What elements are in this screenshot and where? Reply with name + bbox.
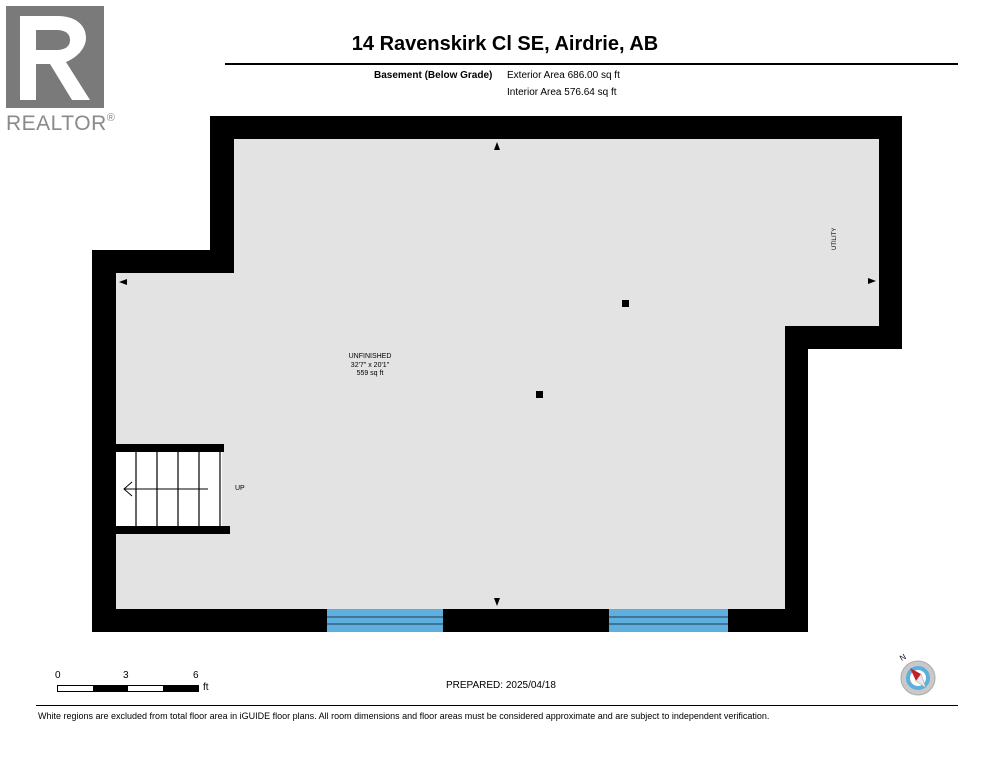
window-right [609,609,728,632]
realtor-wordmark: REALTOR® [6,112,116,135]
scale-unit: ft [203,682,209,693]
room-name: UNFINISHED [348,353,392,360]
exterior-area: Exterior Area 686.00 sq ft [507,70,620,81]
prepared-date: PREPARED: 2025/04/18 [446,680,556,691]
realtor-r-mark [6,6,104,108]
footer-divider [36,705,958,706]
scale-graphic [57,685,199,692]
dimension-arrow-left [119,279,127,285]
room-dimensions: 32'7" x 20'1" [350,362,390,369]
disclaimer-text: White regions are excluded from total fl… [38,711,770,721]
staircase [116,444,230,534]
support-post [622,300,629,307]
scale-tick-label: 0 [55,670,61,681]
support-post [536,391,543,398]
stair-up-label: UP [235,485,245,492]
scale-tick-label: 6 [193,670,199,681]
dimension-arrow-bottom [494,598,500,606]
room-area: 559 sq ft [356,370,384,377]
compass-icon: N [896,652,940,698]
window-left [327,609,443,632]
title-divider [225,63,958,65]
utility-label: UTILITY [832,227,838,250]
property-address: 14 Ravenskirk Cl SE, Airdrie, AB [351,33,659,55]
interior-area: Interior Area 576.64 sq ft [507,87,617,98]
scale-bar: 0 3 6 ft [55,670,215,700]
floor-area [116,139,879,609]
scale-tick-label: 3 [123,670,129,681]
dimension-arrow-top [494,142,500,150]
dimension-arrow-right [868,278,876,284]
floor-level-label: Basement (Below Grade) [374,70,493,81]
realtor-logo: REALTOR® [6,6,115,136]
